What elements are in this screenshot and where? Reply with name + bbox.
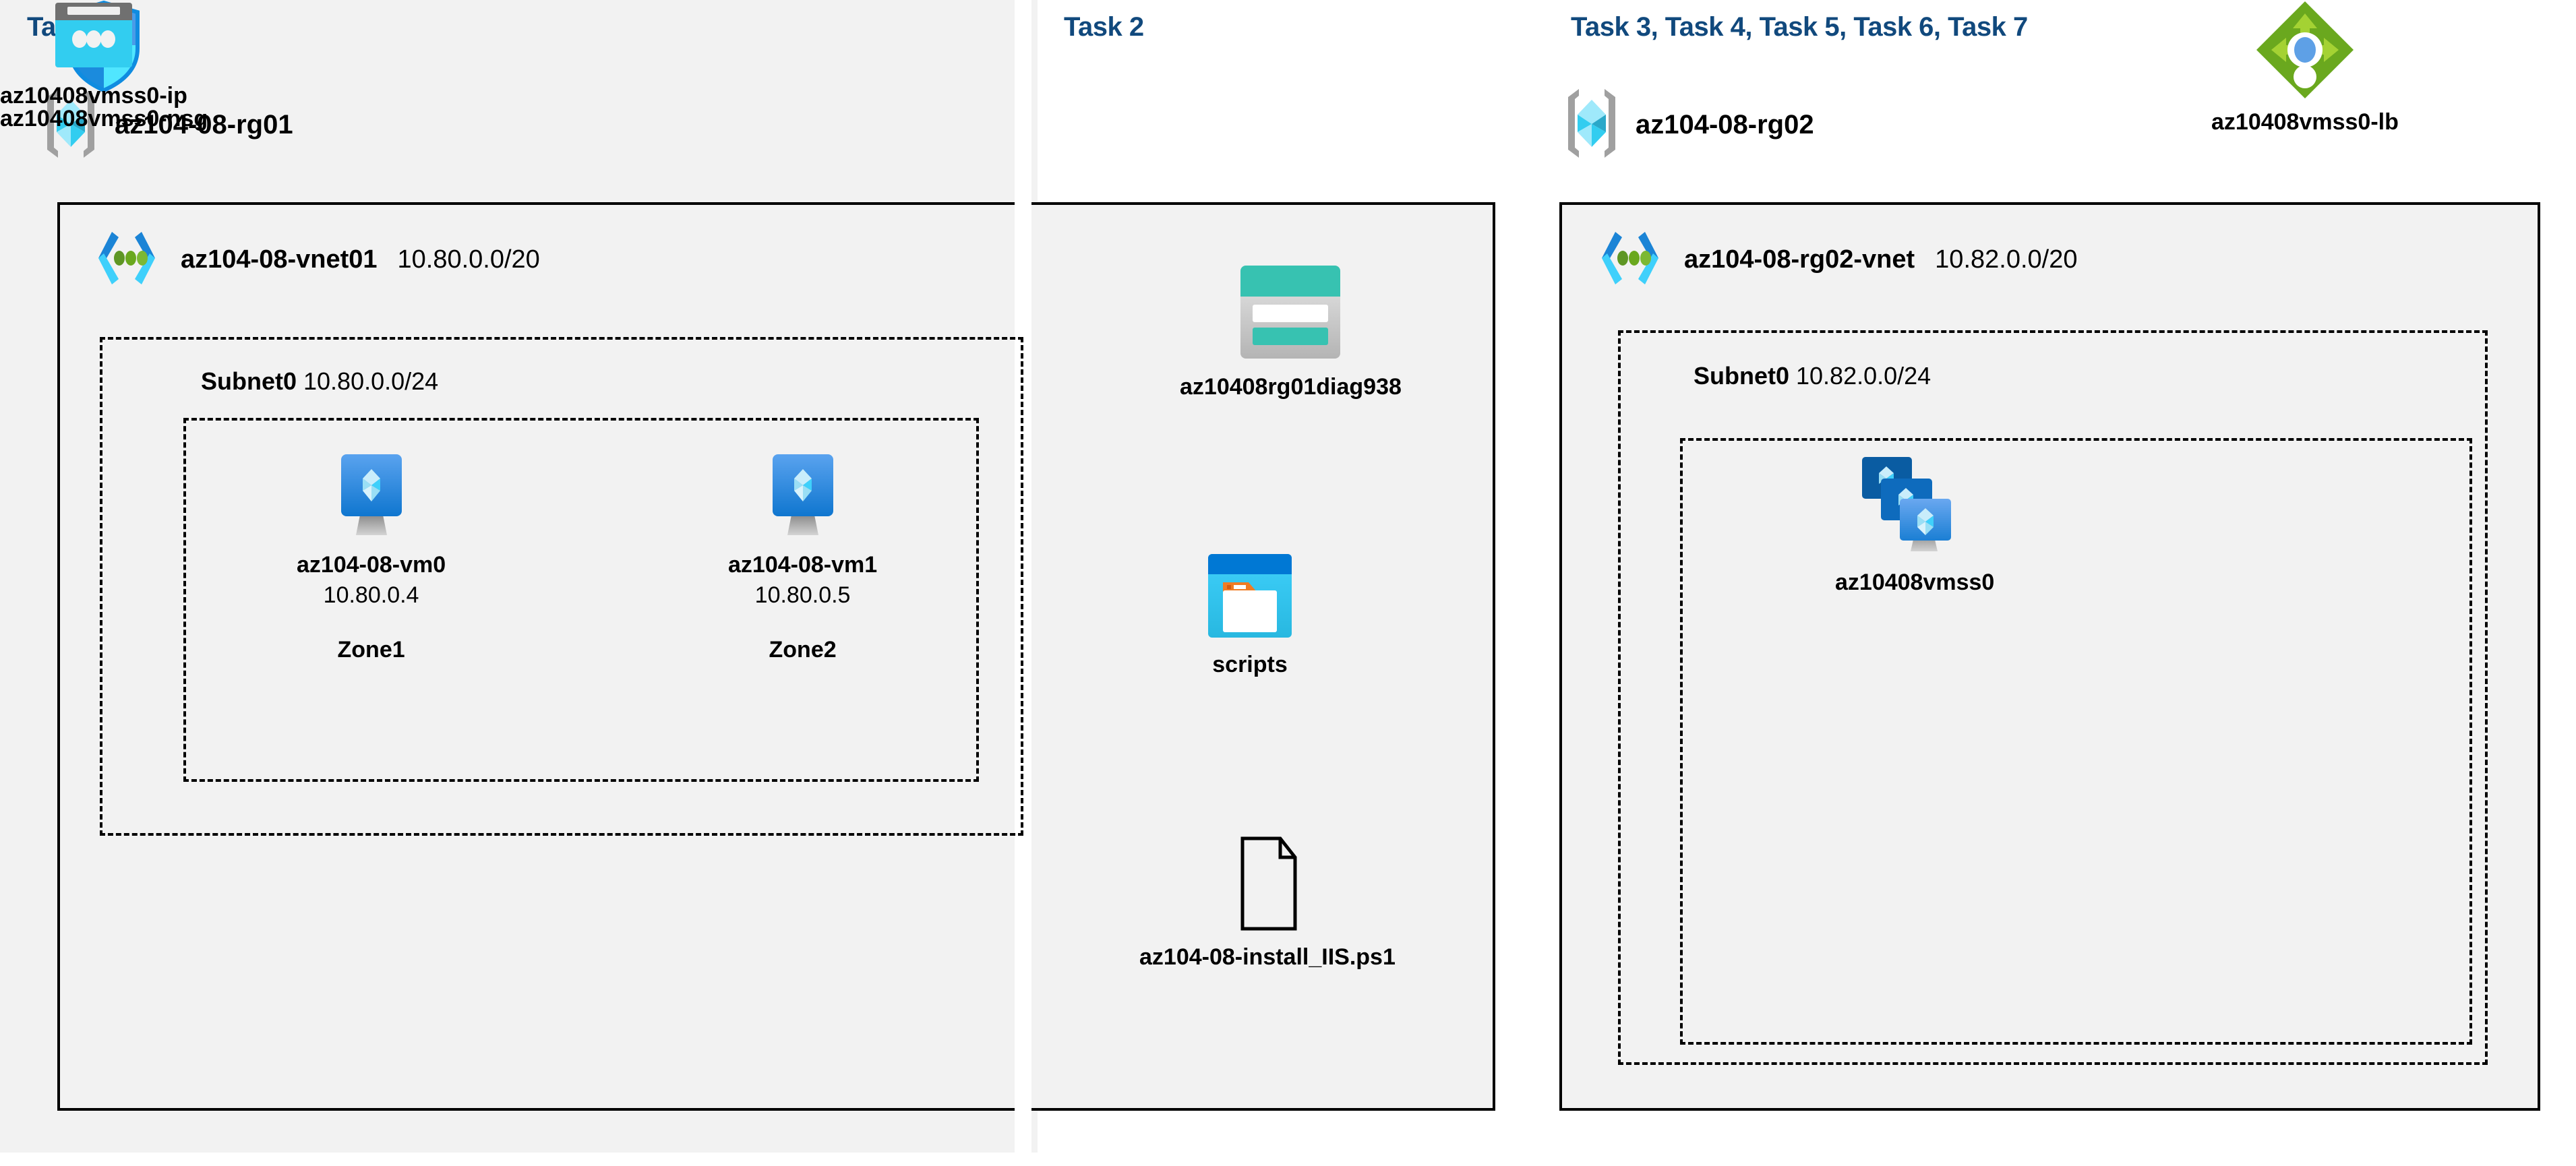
vm-node-vm0: az104-08-vm0 10.80.0.4 Zone1 — [297, 453, 446, 663]
virtual-machine-icon — [334, 453, 409, 543]
vm-scale-set-name: az10408vmss0 — [1835, 570, 1995, 595]
vm-scale-set-icon — [1861, 456, 1969, 560]
storage-account-icon — [1238, 263, 1343, 365]
blob-container-name: scripts — [1212, 652, 1288, 677]
blob-container-node: scripts — [1207, 553, 1293, 678]
virtual-machine-icon — [766, 453, 840, 543]
resource-group-rg02: az104-08-rg02 — [1563, 86, 1814, 164]
blob-container-icon — [1207, 553, 1293, 642]
resource-group-icon — [1563, 86, 1621, 164]
resource-group-icon — [42, 86, 100, 164]
subnet-name: Subnet0 — [1694, 362, 1790, 390]
panel-gutter-2 — [1495, 0, 1538, 1166]
script-file-name: az104-08-install_IIS.ps1 — [1139, 944, 1396, 970]
load-balancer-name: az10408vmss0-lb — [2211, 109, 2399, 135]
storage-account-node: az10408rg01diag938 — [1180, 263, 1402, 400]
vnet-cidr: 10.80.0.0/20 — [397, 245, 540, 274]
vnet02-header: az104-08-rg02-vnet 10.82.0.0/20 — [1598, 229, 2077, 290]
network-security-group-name: az10408vmss0-nsg — [0, 106, 208, 131]
vm-name: az104-08-vm1 — [728, 552, 878, 578]
public-ip-address-name: az10408vmss0-ip — [0, 83, 187, 109]
task2-heading: Task 2 — [1064, 12, 1144, 42]
vm-ip: 10.80.0.4 — [323, 582, 419, 608]
file-icon — [1230, 836, 1305, 935]
public-ip-address-icon — [53, 0, 135, 73]
subnet-cidr: 10.80.0.0/24 — [303, 367, 439, 395]
virtual-network-icon — [94, 229, 167, 290]
script-file-node: az104-08-install_IIS.ps1 — [1139, 836, 1396, 971]
vnet02-boundary — [1559, 202, 2540, 1111]
vm-node-vm1: az104-08-vm1 10.80.0.5 Zone2 — [728, 453, 877, 663]
resource-group-rg01: az104-08-rg01 — [42, 86, 293, 164]
public-ip-address-node: az10408vmss0-ip — [0, 0, 187, 109]
vnet-name: az104-08-vnet01 — [181, 245, 378, 274]
subnet-name: Subnet0 — [201, 367, 297, 395]
vm-name: az104-08-vm0 — [297, 552, 446, 578]
load-balancer-icon — [2255, 0, 2355, 100]
storage-account-name: az10408rg01diag938 — [1180, 374, 1402, 400]
vnet01-header: az104-08-vnet01 10.80.0.0/20 — [94, 229, 540, 290]
task3-heading: Task 3, Task 4, Task 5, Task 6, Task 7 — [1571, 12, 2028, 42]
subnet0-boundary-vnet02 — [1618, 330, 2488, 1065]
vm-ip: 10.80.0.5 — [754, 582, 851, 608]
vm-zone: Zone1 — [337, 637, 405, 663]
load-balancer-node: az10408vmss0-lb — [2211, 0, 2399, 135]
subnet-cidr: 10.82.0.0/24 — [1796, 362, 1931, 390]
vnet-cidr: 10.82.0.0/20 — [1935, 245, 2078, 274]
availability-zone-boundary — [183, 418, 979, 782]
vm-scale-set-node: az10408vmss0 — [1835, 456, 1994, 596]
resource-group-label: az104-08-rg02 — [1636, 110, 1814, 140]
vnet-name: az104-08-rg02-vnet — [1684, 245, 1915, 274]
subnet0-boundary-vnet01 — [100, 337, 1023, 836]
virtual-network-icon — [1598, 229, 1671, 290]
vmss-resources-boundary — [1680, 438, 2472, 1045]
vm-zone: Zone2 — [769, 637, 837, 663]
resource-group-label: az104-08-rg01 — [115, 110, 293, 140]
